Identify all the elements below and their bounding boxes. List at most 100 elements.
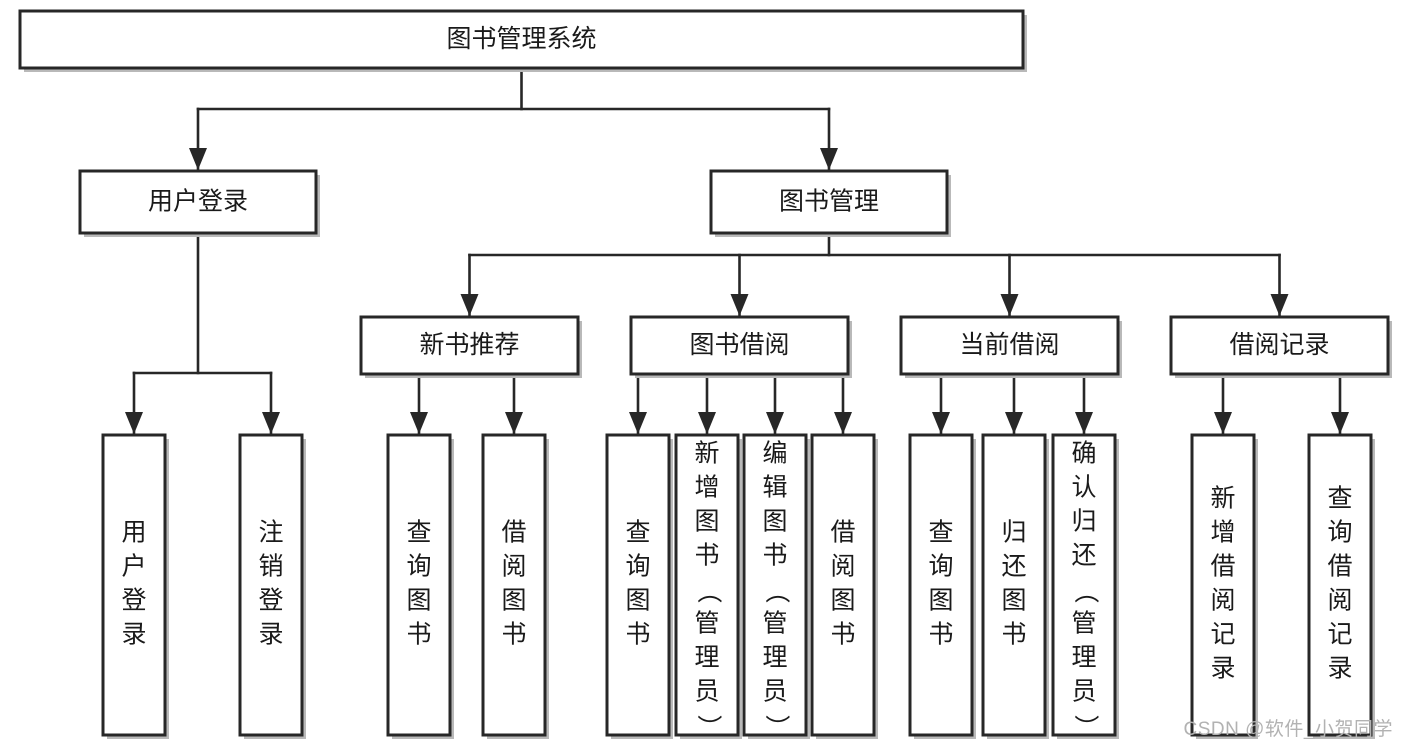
node-label-char: 书 (694, 542, 719, 570)
node-label: 图书管理 (779, 188, 879, 216)
node-label: 图书借阅 (689, 331, 789, 359)
node-label-char: 管 (1071, 610, 1096, 638)
node-label-char: 用 (121, 519, 146, 547)
edge-group-user-login (125, 231, 280, 435)
node-user-login[interactable]: 用户登录 (78, 169, 320, 237)
node-label-char: 书 (625, 621, 650, 649)
node-label-char: 户 (121, 553, 146, 581)
node-label-char: 归 (1001, 519, 1026, 547)
node-label: 图书管理系统 (446, 25, 596, 53)
node-label: 借阅记录 (1229, 331, 1329, 359)
node-label-char: 图 (762, 508, 787, 536)
node-label-char: 登 (121, 587, 146, 615)
node-label-char: 书 (406, 621, 431, 649)
node-label-char: 新 (694, 440, 719, 468)
node-label-char: 查 (625, 519, 650, 547)
node-label-char: 管 (694, 610, 719, 638)
node-label-char: 借 (1210, 553, 1235, 581)
node-label-char: ） (762, 714, 790, 739)
node-label-char: 增 (694, 474, 719, 502)
node-label-char: 询 (406, 553, 431, 581)
edge-group-borrow-record (1214, 371, 1349, 435)
node-label-char: 增 (1210, 519, 1235, 547)
node-label-char: 书 (501, 621, 526, 649)
node-label-char: 阅 (1327, 587, 1352, 615)
node-label-char: 阅 (501, 553, 526, 581)
node-book-borrow[interactable]: 图书借阅 (629, 315, 852, 378)
node-label-char: 注 (258, 519, 283, 547)
node-label-char: 员 (762, 678, 787, 706)
node-borrow-record[interactable]: 借阅记录 (1169, 315, 1392, 378)
node-label-char: 图 (625, 587, 650, 615)
node-label-char: （ (1071, 578, 1099, 603)
node-op-user-login[interactable]: 用户登录 (101, 433, 169, 739)
node-root[interactable]: 图书管理系统 (18, 9, 1027, 72)
csdn-watermark: CSDN @软件_小贺同学 (1183, 719, 1393, 740)
node-label-char: 图 (406, 587, 431, 615)
node-label-char: 录 (1327, 655, 1352, 683)
node-label-char: 编 (762, 440, 787, 468)
node-label-char: （ (694, 578, 722, 603)
node-label-char: 书 (762, 542, 787, 570)
node-label-char: 图 (501, 587, 526, 615)
node-label-char: 新 (1210, 485, 1235, 513)
node-label-char: 借 (830, 519, 855, 547)
node-label-char: （ (762, 578, 790, 603)
node-label-char: ） (1071, 714, 1099, 739)
node-label-char: 登 (258, 587, 283, 615)
node-label-char: 询 (625, 553, 650, 581)
node-label-char: 员 (694, 678, 719, 706)
node-label-char: 辑 (762, 474, 787, 502)
edge-group-root (189, 66, 838, 171)
edge-group-book-borrow (629, 371, 852, 435)
node-label-char: 理 (1071, 644, 1096, 672)
node-label-char: 询 (928, 553, 953, 581)
node-label-char: 书 (1001, 621, 1026, 649)
node-label: 新书推荐 (419, 331, 519, 359)
node-label-char: 书 (928, 621, 953, 649)
node-label-char: 阅 (830, 553, 855, 581)
node-label-char: ） (694, 714, 722, 739)
node-current-borrow[interactable]: 当前借阅 (899, 315, 1122, 378)
node-label-char: 管 (762, 610, 787, 638)
connector-layer (125, 66, 1349, 435)
node-label-char: 销 (258, 553, 283, 581)
node-label-char: 归 (1071, 508, 1096, 536)
node-label-char: 记 (1327, 621, 1352, 649)
edge-group-book-management (460, 231, 1289, 317)
node-label-char: 查 (928, 519, 953, 547)
node-label-char: 理 (762, 644, 787, 672)
node-label: 用户登录 (148, 188, 248, 216)
node-label-char: 阅 (1210, 587, 1235, 615)
node-label-char: 确 (1071, 440, 1096, 468)
node-label-char: 书 (830, 621, 855, 649)
node-label-char: 查 (1327, 485, 1352, 513)
node-label-char: 还 (1001, 553, 1026, 581)
edge-group-current-borrow (932, 371, 1093, 435)
node-label-char: 理 (694, 644, 719, 672)
node-label-char: 图 (928, 587, 953, 615)
node-label-char: 录 (258, 621, 283, 649)
node-label-char: 录 (1210, 655, 1235, 683)
node-new-book-recommend[interactable]: 新书推荐 (359, 315, 582, 378)
node-book-management[interactable]: 图书管理 (709, 169, 951, 237)
node-label-char: 员 (1071, 678, 1096, 706)
node-label: 当前借阅 (959, 331, 1059, 359)
node-label-char: 记 (1210, 621, 1235, 649)
node-label-char: 图 (694, 508, 719, 536)
node-label-char: 认 (1071, 474, 1096, 502)
